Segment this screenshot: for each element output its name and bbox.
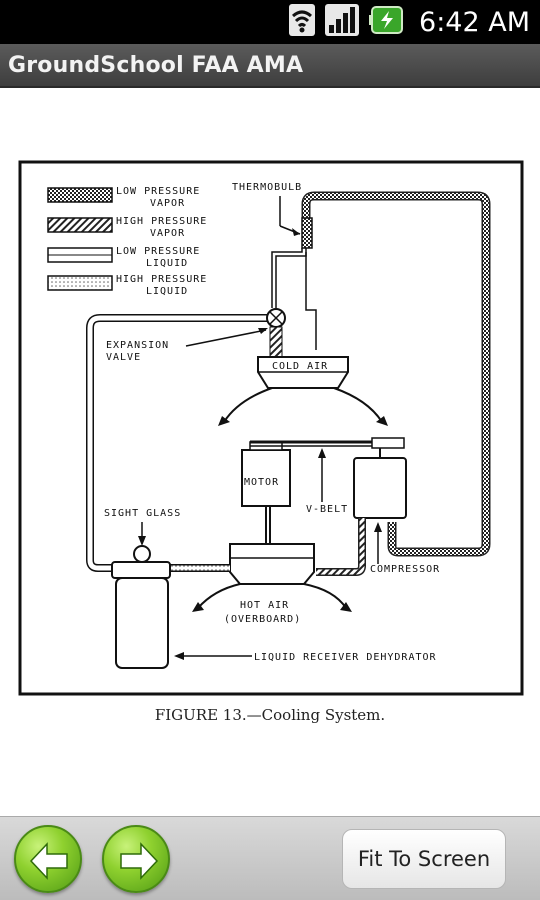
legend-label: HIGH PRESSURE (116, 274, 207, 285)
motor-label: MOTOR (244, 477, 279, 488)
compressor-label: COMPRESSOR (370, 564, 440, 575)
content-area: LOW PRESSURE VAPOR HIGH PRESSURE VAPOR L… (0, 90, 540, 816)
motor (241, 449, 291, 507)
compressor (353, 457, 407, 519)
bottom-toolbar: Fit To Screen (0, 816, 540, 900)
thermobulb (301, 217, 313, 249)
legend-label: LOW PRESSURE (116, 186, 200, 197)
cooling-system-diagram: LOW PRESSURE VAPOR HIGH PRESSURE VAPOR L… (18, 160, 524, 696)
receiver-label: LIQUID RECEIVER DEHYDRATOR (254, 652, 437, 663)
app-title: GroundSchool FAA AMA (8, 53, 304, 78)
fit-to-screen-button[interactable]: Fit To Screen (342, 829, 506, 889)
legend-label: LOW PRESSURE (116, 246, 200, 257)
cold-air-label: COLD AIR (272, 361, 328, 372)
thermobulb-label: THERMOBULB (232, 182, 302, 193)
arrow-left-icon (29, 842, 68, 880)
legend: LOW PRESSURE VAPOR HIGH PRESSURE VAPOR L… (47, 186, 207, 297)
legend-swatch-high-pressure-liquid (47, 275, 113, 291)
hot-air-label: HOT AIR (240, 600, 289, 611)
expansion-valve-label: VALVE (106, 352, 141, 363)
legend-swatch-low-pressure-vapor (47, 187, 113, 203)
condenser (229, 543, 315, 585)
sight-glass (133, 545, 151, 563)
legend-label: HIGH PRESSURE (116, 216, 207, 227)
title-bar: GroundSchool FAA AMA (0, 44, 540, 88)
battery-charging-icon (369, 5, 405, 39)
legend-label: VAPOR (150, 198, 185, 209)
v-belt-label: V-BELT (306, 504, 348, 515)
legend-swatch-high-pressure-vapor (47, 217, 113, 233)
legend-label: VAPOR (150, 228, 185, 239)
figure-caption: FIGURE 13.—Cooling System. (154, 706, 386, 724)
signal-icon (325, 4, 360, 40)
wifi-icon (289, 4, 316, 40)
sight-glass-label: SIGHT GLASS (104, 508, 181, 519)
legend-label: LIQUID (146, 286, 188, 297)
status-time: 6:42 AM (419, 6, 530, 38)
legend-label: LIQUID (146, 258, 188, 269)
liquid-receiver-dehydrator (115, 577, 169, 669)
arrow-right-icon (120, 842, 159, 880)
back-button[interactable] (14, 825, 82, 893)
expansion-valve-label: EXPANSION (106, 340, 169, 351)
status-bar: 6:42 AM (0, 0, 540, 44)
hot-air-label: (OVERBOARD) (224, 614, 301, 625)
forward-button[interactable] (102, 825, 170, 893)
